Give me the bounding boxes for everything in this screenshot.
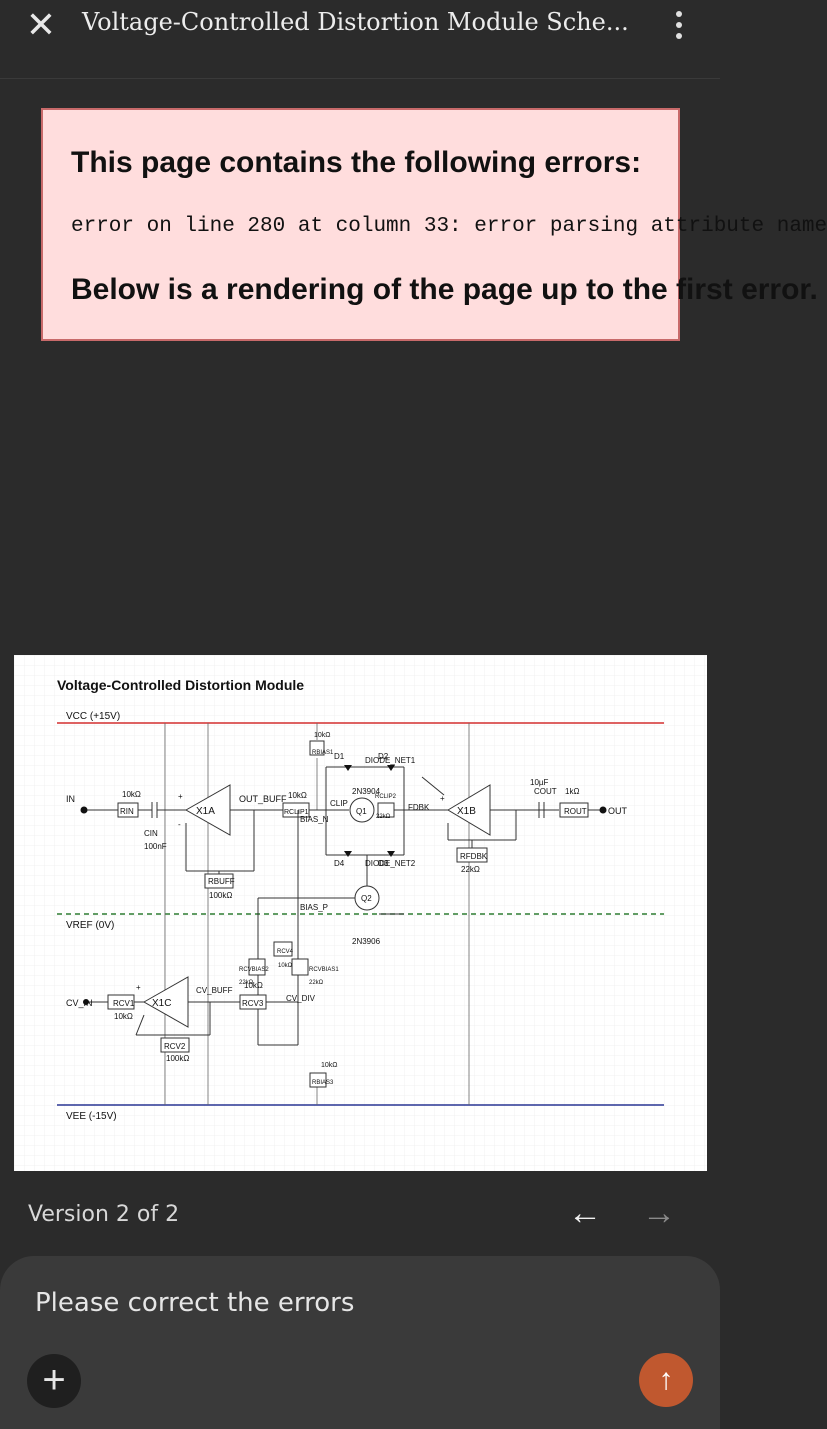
clip-label: CLIP (330, 799, 348, 808)
rcv4-label: RCV4 (277, 949, 294, 955)
diode-net1-label: DIODE_NET1 (365, 756, 416, 765)
rbias3-value: 10kΩ (321, 1062, 338, 1069)
x1a-label: X1A (196, 806, 215, 817)
d1-label: D1 (334, 752, 345, 761)
d3-label: D3 (378, 859, 389, 868)
d4-label: D4 (334, 859, 345, 868)
rcvbias2-label: RCVBIAS2 (239, 967, 269, 973)
top-bar: ✕ Voltage-Controlled Distortion Module S… (0, 0, 720, 79)
vee-label: VEE (-15V) (66, 1111, 117, 1122)
schematic-title: Voltage-Controlled Distortion Module (57, 677, 304, 693)
bias-p-label: BIAS_P (300, 903, 328, 912)
rcv1-label: RCV1 (113, 999, 135, 1008)
rcv2-label: RCV2 (164, 1042, 186, 1051)
fdbk-label: FDBK (408, 803, 430, 812)
rcv4-value: 10kΩ (278, 963, 293, 969)
cv-in-label: CV_IN (66, 998, 93, 1008)
q1-type-label: 2N3904 (352, 787, 381, 796)
rbias3-label: RBIAS3 (312, 1080, 334, 1086)
rbias1-label: RBIAS1 (312, 750, 334, 756)
x1b-label: X1B (457, 806, 476, 817)
plus-icon[interactable]: + (27, 1354, 81, 1408)
version-bar: Version 2 of 2 ← → (0, 1172, 720, 1256)
rfdbk-label: RFDBK (460, 852, 488, 861)
page-title: Voltage-Controlled Distortion Module Sch… (82, 8, 629, 36)
message-composer: Please correct the errors + ↑ (0, 1256, 720, 1429)
arrow-up-icon[interactable]: ↑ (639, 1353, 693, 1407)
diode-net2-label: DIODE_NET2 (365, 859, 416, 868)
arrow-right-icon[interactable]: → (642, 1194, 676, 1232)
bias-n-label: BIAS_N (300, 815, 329, 824)
rfdbk-value: 22kΩ (461, 865, 480, 874)
rclip1-value: 10kΩ (288, 791, 307, 800)
vcc-label: VCC (+15V) (66, 711, 120, 722)
cv-input-terminal (83, 999, 89, 1005)
message-input[interactable]: Please correct the errors (35, 1288, 355, 1318)
rcv3-label: RCV3 (242, 999, 264, 1008)
x1c-label: X1C (152, 998, 171, 1009)
x1c-plus: + (136, 983, 141, 992)
out-buff-label: OUT_BUFF (239, 794, 287, 804)
rcvbias2-value: 22kΩ (239, 980, 254, 986)
x1b-plus: + (440, 794, 445, 803)
rbias1-value: 10kΩ (314, 732, 331, 739)
q2-type-label: 2N3906 (352, 937, 381, 946)
rbuff-value: 100kΩ (209, 891, 232, 900)
error-heading: This page contains the following errors: (71, 146, 642, 179)
rout-value: 1kΩ (565, 787, 579, 796)
rclip1-label: RCLIP1 (284, 809, 309, 816)
schematic-rendering: Voltage-Controlled Distortion Module VCC… (14, 655, 707, 1171)
cin-label: CIN (144, 829, 158, 838)
arrow-left-icon[interactable]: ← (568, 1194, 602, 1232)
q1-label: Q1 (356, 807, 367, 816)
out-label: OUT (608, 806, 628, 816)
output-terminal (599, 806, 607, 814)
rcv2-value: 100kΩ (166, 1054, 189, 1063)
rcv1-value: 10kΩ (114, 1012, 133, 1021)
rin-value: 10kΩ (122, 790, 141, 799)
in-label: IN (66, 794, 75, 804)
version-label: Version 2 of 2 (28, 1202, 180, 1227)
error-panel: This page contains the following errors:… (41, 108, 827, 341)
cv-div-label: CV_DIV (286, 994, 316, 1003)
rbuff-label: RBUFF (208, 877, 235, 886)
close-icon[interactable]: ✕ (25, 4, 57, 45)
d2-label: D2 (378, 752, 389, 761)
rclip2-label: RCLIP2 (375, 794, 397, 800)
rin-label: RIN (120, 807, 134, 816)
rcv3-value: 10kΩ (244, 981, 263, 990)
more-vertical-icon[interactable] (664, 6, 694, 46)
cout-label: COUT (534, 787, 557, 796)
rcvbias1-label: RCVBIAS1 (309, 967, 339, 973)
error-subheading: Below is a rendering of the page up to t… (71, 273, 818, 306)
x1a-plus: + (178, 792, 183, 801)
vref-label: VREF (0V) (66, 920, 114, 931)
q2-label: Q2 (361, 894, 372, 903)
cv-buff-label: CV_BUFF (196, 986, 233, 995)
rclip2-value: 22kΩ (376, 814, 391, 820)
x1a-minus: - (178, 820, 181, 829)
cin-value: 100nF (144, 842, 167, 851)
rout-label: ROUT (564, 807, 587, 816)
cout-value: 10µF (530, 778, 549, 787)
error-message: error on line 280 at column 33: error pa… (71, 215, 827, 238)
input-terminal (80, 806, 88, 814)
rcvbias1-value: 22kΩ (309, 980, 324, 986)
